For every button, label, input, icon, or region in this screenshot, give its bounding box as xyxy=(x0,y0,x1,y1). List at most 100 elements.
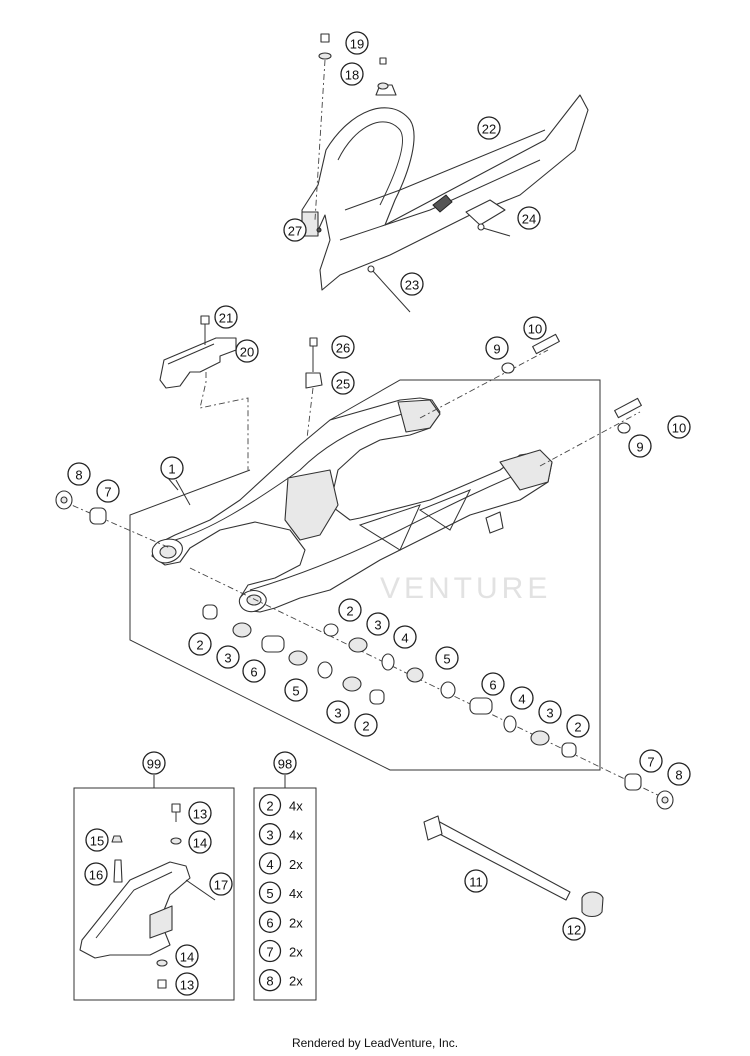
callout-number: 9 xyxy=(636,440,643,455)
callout-number: 4 xyxy=(518,692,525,707)
kit-98-quantity: 2x xyxy=(289,974,303,989)
callout-c3b: 3 xyxy=(216,645,240,669)
kit-98-quantity: 4x xyxy=(289,799,303,814)
bearing-stack-lower xyxy=(202,604,385,705)
callout-number: 22 xyxy=(482,122,496,137)
callout-c24: 24 xyxy=(517,206,541,230)
callout-number: 11 xyxy=(469,875,483,890)
pivot-axis-lines xyxy=(59,349,669,801)
callout-number: 4 xyxy=(401,631,408,646)
callout-c20: 20 xyxy=(235,339,259,363)
callout-number: 3 xyxy=(546,706,553,721)
callout-number: 14 xyxy=(193,836,207,851)
callout-c3d: 3 xyxy=(538,700,562,724)
callout-c98: 98 xyxy=(273,751,297,775)
callout-c18: 18 xyxy=(340,62,364,86)
callout-number: 14 xyxy=(180,950,194,965)
callout-number: 8 xyxy=(75,468,82,483)
callout-number: 2 xyxy=(196,638,203,653)
callout-number: 8 xyxy=(675,768,682,783)
callout-number: 5 xyxy=(443,652,450,667)
kit-98-box xyxy=(253,775,317,1001)
footer-credit: Rendered by LeadVenture, Inc. xyxy=(291,1036,459,1050)
callout-c17: 17 xyxy=(209,872,233,896)
callout-c4a: 4 xyxy=(393,625,417,649)
callout-c6b: 6 xyxy=(481,672,505,696)
kit-98-part-number: 5 xyxy=(266,886,273,901)
callout-number: 27 xyxy=(288,224,302,239)
callout-c7a: 7 xyxy=(96,479,120,503)
callout-c23: 23 xyxy=(400,272,424,296)
kit-98-quantity: 2x xyxy=(289,857,303,872)
callout-c19: 19 xyxy=(345,31,369,55)
callout-number: 2 xyxy=(362,719,369,734)
callout-number: 12 xyxy=(567,923,581,938)
callout-number: 7 xyxy=(104,485,111,500)
callout-number: 10 xyxy=(528,322,542,337)
callout-c2d: 2 xyxy=(566,714,590,738)
kit-99-box xyxy=(73,775,235,1001)
callout-c10b: 10 xyxy=(667,415,691,439)
callout-number: 9 xyxy=(493,342,500,357)
callout-number: 3 xyxy=(224,651,231,666)
callout-c6a: 6 xyxy=(242,659,266,683)
callout-number: 13 xyxy=(180,978,194,993)
callout-number: 15 xyxy=(90,834,104,849)
kit-98-part-number: 8 xyxy=(266,974,273,989)
callout-number: 2 xyxy=(346,604,353,619)
kit-98-quantity: 2x xyxy=(289,915,303,930)
chain-slider xyxy=(159,315,249,470)
watermark-text: VENTURE xyxy=(380,572,551,605)
callout-c27: 27 xyxy=(283,218,307,242)
callout-c16: 16 xyxy=(84,862,108,886)
kit-98-row: 7 2x xyxy=(258,939,303,963)
callout-number: 21 xyxy=(219,311,233,326)
callout-number: 23 xyxy=(405,278,419,293)
callout-c9a: 9 xyxy=(485,336,509,360)
bushings-and-washers xyxy=(55,490,674,810)
kit-98-quantity: 4x xyxy=(289,886,303,901)
callout-number: 6 xyxy=(250,665,257,680)
swingarm-group-outline xyxy=(129,379,601,771)
callout-c7b: 7 xyxy=(639,749,663,773)
callout-number: 7 xyxy=(647,755,654,770)
callout-c3a: 3 xyxy=(366,612,390,636)
callout-c12: 12 xyxy=(562,917,586,941)
callout-number: 19 xyxy=(350,37,364,52)
kit-98-part-number: 2 xyxy=(266,799,273,814)
callout-c8b: 8 xyxy=(667,762,691,786)
callout-c5a: 5 xyxy=(435,646,459,670)
kit-98-quantity: 2x xyxy=(289,945,303,960)
callout-number: 24 xyxy=(522,212,536,227)
kit-98-row: 5 4x xyxy=(258,881,303,904)
callout-c15: 15 xyxy=(85,828,109,852)
callout-c2b: 2 xyxy=(188,632,212,656)
callout-number: 17 xyxy=(214,878,228,893)
callout-c14b: 14 xyxy=(175,944,199,968)
kit-98-part-number: 7 xyxy=(266,945,273,960)
callout-c99: 99 xyxy=(142,751,166,775)
callout-c4b: 4 xyxy=(510,686,534,710)
callout-number: 99 xyxy=(147,757,161,772)
callout-number: 3 xyxy=(334,706,341,721)
callout-c22: 22 xyxy=(477,116,501,140)
swingarm xyxy=(151,397,553,613)
callout-number: 16 xyxy=(89,868,103,883)
kit-98-quantity: 4x xyxy=(289,828,303,843)
callout-number: 18 xyxy=(345,68,359,83)
callout-number: 1 xyxy=(168,462,175,477)
callout-number: 6 xyxy=(489,678,496,693)
callout-c26: 26 xyxy=(331,335,355,359)
callout-c21: 21 xyxy=(214,305,238,329)
callout-c8a: 8 xyxy=(67,462,91,486)
callout-c9b: 9 xyxy=(628,434,652,458)
callout-c11: 11 xyxy=(464,869,488,893)
chain-guard-screws xyxy=(314,33,511,313)
adjuster-bolts xyxy=(501,333,642,434)
callout-number: 26 xyxy=(336,341,350,356)
callout-c13b: 13 xyxy=(175,972,199,996)
